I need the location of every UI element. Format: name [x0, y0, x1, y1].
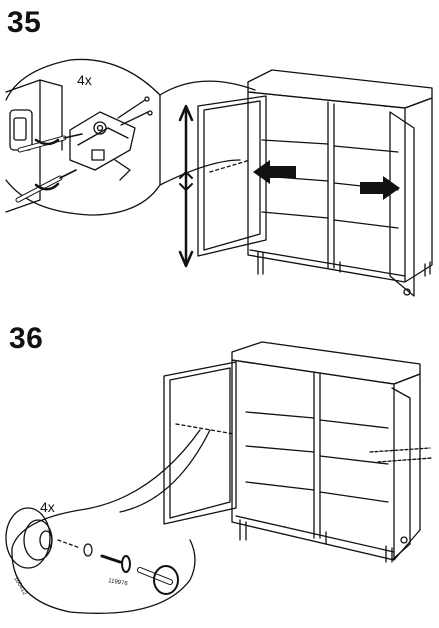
- step-36-illustration: 4x 100412 119976: [5, 341, 433, 614]
- hinge-detail: [5, 58, 161, 216]
- height-adjust-arrow: [178, 104, 194, 268]
- step-35-number: 35: [7, 6, 42, 39]
- part-number-screw: 119976: [108, 578, 129, 587]
- step-35-illustration: 4x: [5, 58, 433, 297]
- step-35-quantity-label: 4x: [77, 72, 92, 88]
- handle-detail: [5, 429, 211, 614]
- step-36-quantity-label: 4x: [40, 499, 55, 515]
- cabinet-step-36: [231, 341, 421, 563]
- left-door-step-35: [197, 95, 267, 257]
- part-number-knob: 100412: [12, 576, 28, 597]
- left-door-step-36: [163, 361, 237, 525]
- cabinet-step-35: [247, 69, 433, 297]
- adjust-arrows: [253, 160, 400, 200]
- step-36-number: 36: [9, 322, 44, 355]
